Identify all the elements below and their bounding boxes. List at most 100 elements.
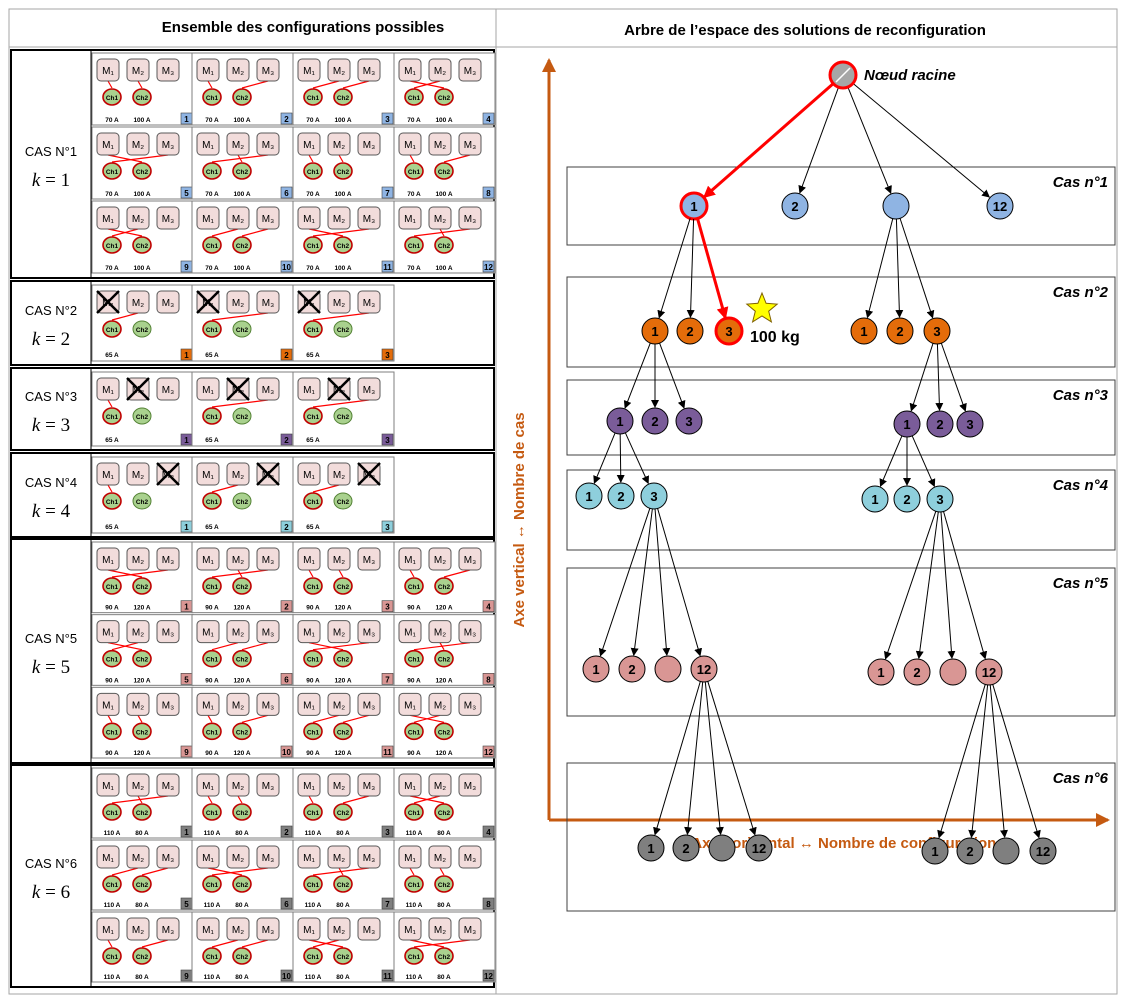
connection-line	[409, 154, 415, 163]
tree-node: 1	[679, 191, 709, 221]
tree-node: 3	[640, 482, 668, 510]
index-number: 6	[284, 675, 289, 684]
connection-line	[338, 867, 344, 876]
connection-line	[308, 228, 344, 237]
module-box	[226, 917, 250, 941]
module-label: M₂	[333, 214, 345, 225]
connection-line	[211, 484, 239, 493]
index-number: 1	[184, 828, 189, 837]
module-box	[458, 773, 482, 797]
charger-label: Ch2	[438, 169, 451, 176]
charger-circle	[202, 875, 222, 893]
module-box	[398, 917, 422, 941]
current-label: 90 A	[407, 677, 421, 684]
module-box	[156, 132, 180, 156]
tree-node-label: 1	[647, 841, 654, 856]
module-box	[327, 290, 351, 314]
module-label: M₁	[404, 700, 416, 711]
module-label: M₃	[363, 140, 375, 151]
index-badge	[280, 348, 293, 361]
module-label: M₂	[434, 214, 446, 225]
module-box	[156, 547, 180, 571]
module-box	[126, 290, 150, 314]
module-box	[357, 692, 381, 716]
tree-node: 1	[861, 485, 889, 513]
module-box	[327, 58, 351, 82]
module-box	[96, 462, 120, 486]
charger-circle	[333, 236, 353, 254]
charger-label: Ch1	[307, 499, 320, 506]
module-label: M₃	[464, 66, 476, 77]
index-number: 10	[282, 263, 291, 272]
charger-circle	[333, 88, 353, 106]
case-band-label: Cas n°3	[1053, 387, 1109, 404]
module-box	[156, 58, 180, 82]
root-node-mark	[835, 67, 851, 83]
tree-node-label: 2	[617, 489, 624, 504]
charger-label: Ch1	[307, 169, 320, 176]
case-k-value: k = 3	[32, 415, 70, 436]
module-box	[96, 547, 120, 571]
charger-label: Ch1	[106, 327, 119, 334]
tree-node	[939, 658, 967, 686]
module-box	[156, 773, 180, 797]
connection-line	[141, 939, 169, 948]
charger-label: Ch1	[206, 657, 219, 664]
charger-circle	[102, 88, 122, 106]
connection-line	[211, 399, 269, 408]
module-box	[196, 917, 220, 941]
case-frame	[10, 452, 495, 538]
module-label: M₂	[132, 66, 144, 77]
index-badge	[482, 260, 495, 273]
module-label: M₃	[464, 140, 476, 151]
tree-edge	[704, 681, 724, 836]
current-label: 110 A	[305, 902, 322, 909]
current-label: 70 A	[105, 191, 119, 198]
tree-node-circle	[956, 410, 984, 438]
charger-circle	[404, 947, 424, 965]
tree-node-circle	[992, 837, 1020, 865]
charger-circle	[404, 88, 424, 106]
current-label: 70 A	[205, 117, 219, 124]
module-label: M₃	[363, 214, 375, 225]
module-label: M₃	[162, 214, 174, 225]
tree-node-circle	[582, 655, 610, 683]
charger-circle	[404, 577, 424, 595]
index-badge	[280, 260, 293, 273]
current-label: 100 A	[133, 117, 150, 124]
tree-node: 2	[676, 317, 704, 345]
module-box	[96, 620, 120, 644]
module-label: M₃	[162, 781, 174, 792]
module-label: M₃	[464, 781, 476, 792]
module-label: M₂	[333, 781, 345, 792]
charger-label: Ch1	[307, 954, 320, 961]
module-box	[156, 917, 180, 941]
current-label: 70 A	[205, 191, 219, 198]
connection-line	[409, 939, 445, 948]
current-label: 120 A	[133, 677, 150, 684]
current-label: 90 A	[205, 605, 219, 612]
tree-node-circle	[923, 317, 951, 345]
charger-label: Ch2	[337, 657, 350, 664]
charger-circle	[333, 320, 353, 338]
tree-node-label: 1	[931, 844, 938, 859]
tree-node-circle	[575, 482, 603, 510]
tree-node-circle	[708, 834, 736, 862]
module-box	[256, 58, 280, 82]
tree-node-label: 2	[896, 324, 903, 339]
module-label: M₂	[333, 925, 345, 936]
tree-node-label: 2	[791, 199, 798, 214]
tree-edge	[707, 681, 757, 836]
module-label: M₂	[434, 925, 446, 936]
charger-circle	[132, 803, 152, 821]
module-label: M₂	[132, 781, 144, 792]
connection-line	[107, 642, 143, 651]
tree-node-circle	[939, 658, 967, 686]
charger-label: Ch1	[307, 243, 320, 250]
charger-circle	[434, 577, 454, 595]
connection-line	[409, 80, 445, 89]
module-box	[226, 773, 250, 797]
case-k-value: k = 2	[32, 329, 70, 350]
current-label: 80 A	[235, 974, 249, 981]
